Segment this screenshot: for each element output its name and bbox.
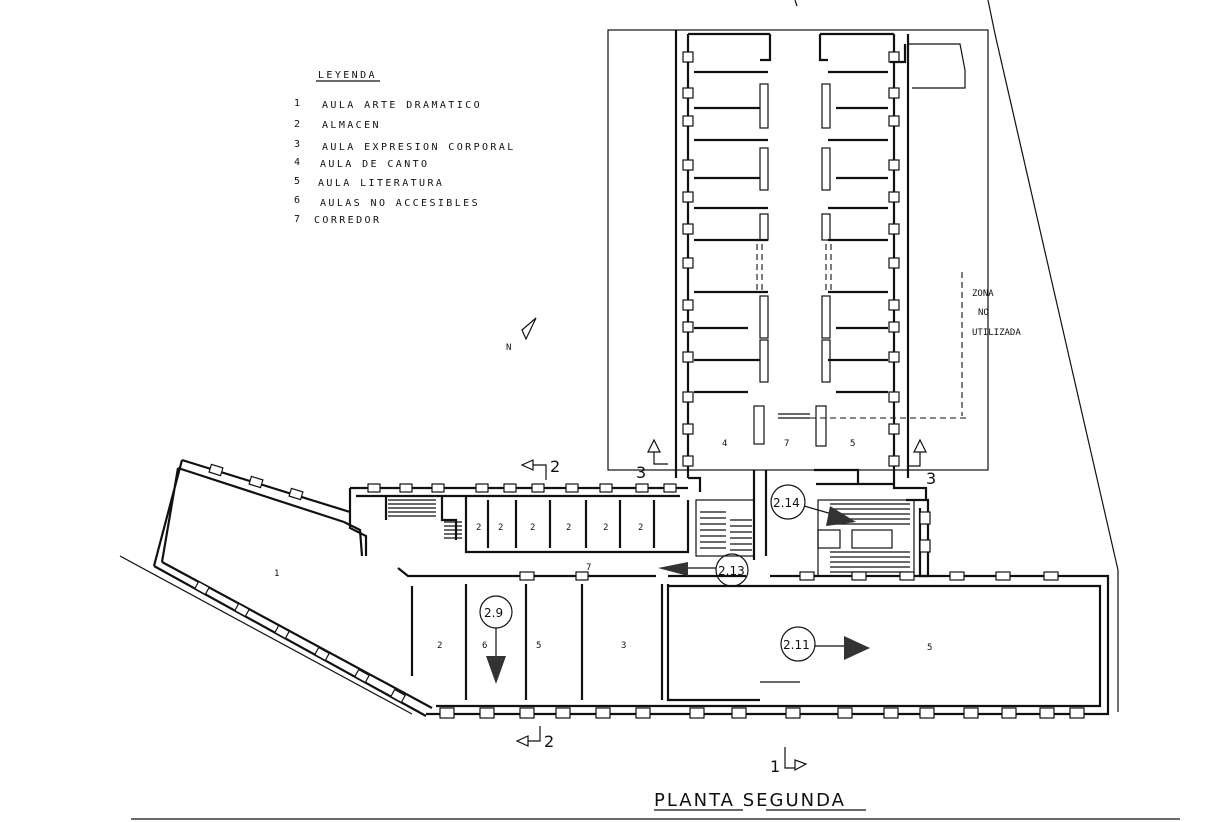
legend-num-6: 6 (294, 195, 302, 206)
plan-title-label: PLANTA SEGUNDA (654, 790, 846, 811)
legend-num-2: 2 (294, 119, 302, 130)
room-expresion-label: 3 (621, 641, 626, 651)
photo-ref-2-14-label: 2.14 (773, 496, 800, 510)
legend-text-6: AULAS NO ACCESIBLES (320, 198, 480, 209)
photo-ref-2-13: 2.13 (658, 553, 749, 587)
room-corredor-label: 7 (586, 563, 591, 573)
legend-text-3: AULA EXPRESION CORPORAL (322, 142, 516, 153)
room-almacen-2-label: 2 (498, 523, 503, 533)
room-lit-small-label: 5 (536, 641, 541, 651)
legend-text-7: CORREDOR (314, 215, 381, 226)
zone-line-2: NO (978, 308, 989, 318)
section-mark-bottom-left-label: 2 (544, 732, 554, 751)
room-corredor-wing-label: 7 (784, 439, 789, 449)
main-block (348, 483, 1110, 719)
room-almacen-5-label: 2 (603, 523, 608, 533)
legend-num-7: 7 (294, 214, 302, 225)
zone-line-3: UTILIZADA (972, 328, 1021, 338)
section-mark-right-wing: 3 (908, 438, 936, 488)
view-arrow-icon (826, 506, 856, 526)
zone-line-1: ZONA (972, 289, 994, 299)
zone-note: ZONA NO UTILIZADA (972, 289, 1021, 338)
legend-num-5: 5 (294, 176, 302, 187)
room-almacen-6-label: 2 (638, 523, 643, 533)
room-almacen-1-label: 2 (476, 523, 481, 533)
section-arrow-icon (908, 438, 927, 467)
room-almacen-4-label: 2 (566, 523, 571, 533)
legend-text-5: AULA LITERATURA (318, 178, 444, 189)
section-mark-left-wing-label: 3 (636, 463, 646, 482)
room-almacen-3-label: 2 (530, 523, 535, 533)
central-stair (695, 499, 755, 557)
section-mark-bottom-center-label: 1 (770, 757, 780, 776)
room-canto-label: 4 (722, 439, 727, 449)
view-arrow-icon (658, 562, 688, 576)
legend-text-4: AULA DE CANTO (320, 159, 429, 170)
west-stair (388, 499, 462, 539)
legend-num-4: 4 (294, 157, 302, 168)
north-label: N (506, 343, 511, 353)
section-arrow-icon (647, 438, 668, 465)
room-aula6-label: 6 (482, 641, 487, 651)
section-mark-bottom-center: 1 (770, 747, 808, 776)
site-lines (119, 0, 1180, 820)
photo-ref-2-11: 2.11 (780, 626, 870, 662)
legend-text-1: AULA ARTE DRAMATICO (322, 100, 482, 111)
legend-title: LEYENDA (318, 70, 377, 81)
section-arrow-icon (515, 726, 541, 747)
plan-title: PLANTA SEGUNDA (654, 790, 866, 811)
section-mark-right-wing-label: 3 (926, 469, 936, 488)
photo-ref-2-9-label: 2.9 (484, 606, 503, 620)
section-mark-left-wing: 3 (636, 438, 668, 482)
section-arrow-icon (784, 747, 808, 772)
room-lit-big-label: 5 (927, 643, 932, 653)
photo-ref-2-13-label: 2.13 (718, 564, 745, 578)
view-arrow-icon (844, 636, 870, 660)
room-labels: 1 2 6 5 3 5 4 7 5 7 2 2 2 2 2 2 (274, 439, 932, 653)
section-mark-top-left-label: 2 (550, 457, 560, 476)
legend: LEYENDA 1 AULA ARTE DRAMATICO 2 ALMACEN … (294, 70, 516, 226)
section-mark-top-left: 2 (520, 457, 560, 480)
west-wing (152, 458, 433, 717)
section-mark-bottom-left: 2 (515, 726, 554, 751)
north-arrow-icon: N (506, 317, 537, 353)
photo-ref-2-9: 2.9 (479, 595, 513, 684)
view-arrow-icon (486, 656, 506, 684)
photo-ref-2-14: 2.14 (770, 484, 856, 526)
photo-ref-2-11-label: 2.11 (783, 638, 810, 652)
section-arrow-icon (520, 459, 547, 480)
room-almacen-label: 2 (437, 641, 442, 651)
legend-num-1: 1 (294, 98, 302, 109)
legend-text-2: ALMACEN (322, 120, 381, 131)
room-arte-label: 1 (274, 569, 279, 579)
room-lit-wing-label: 5 (850, 439, 855, 449)
north-wing (607, 29, 989, 560)
legend-num-3: 3 (294, 139, 302, 150)
